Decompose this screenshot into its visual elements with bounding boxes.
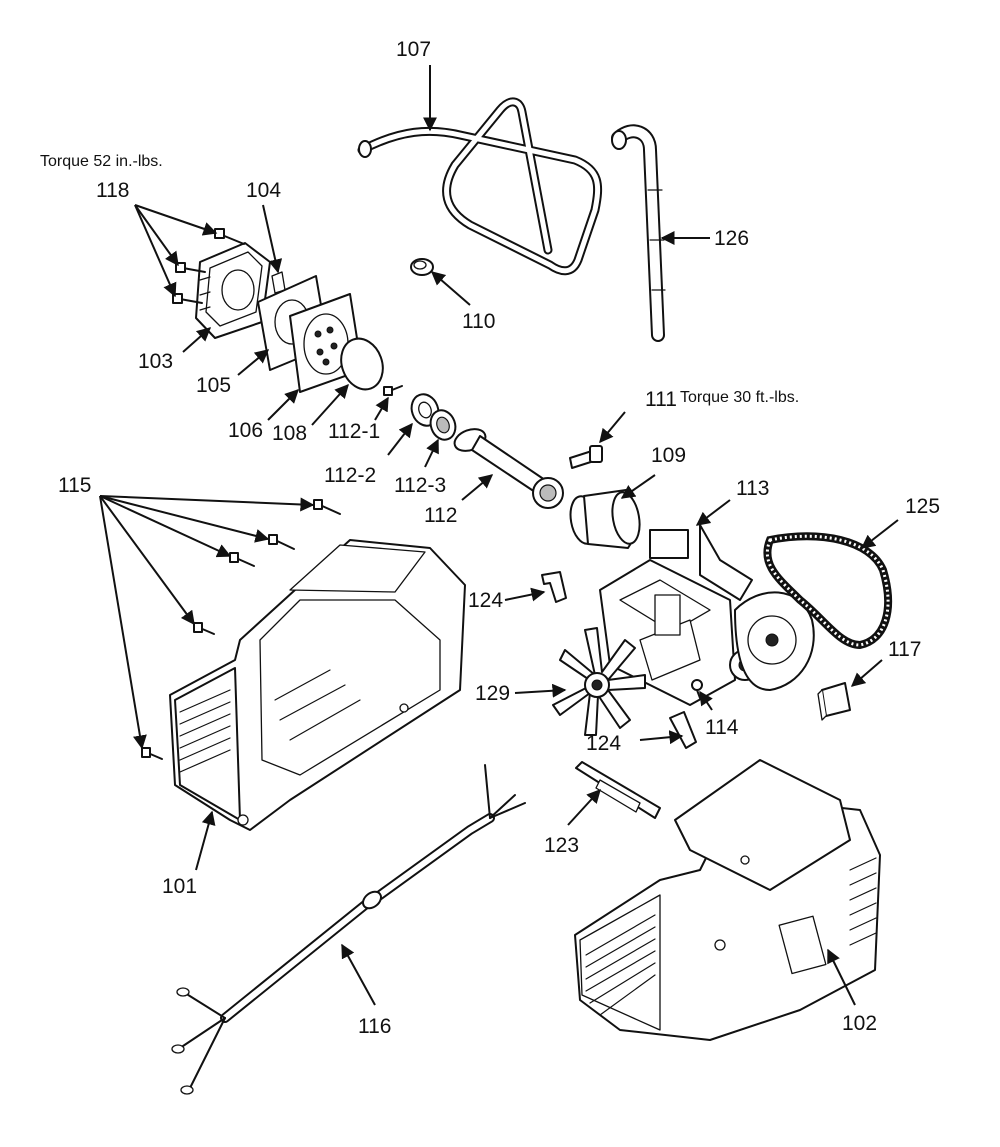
part-label-123: 123	[544, 834, 579, 857]
leader-129	[514, 683, 567, 698]
leader-110	[430, 271, 471, 306]
leader-lines	[99, 65, 899, 1006]
part-label-113: 113	[736, 477, 769, 500]
part-label-129: 129	[475, 682, 510, 705]
bolt-118-b	[175, 262, 206, 273]
clip-124-lower	[669, 711, 697, 749]
bolts-118	[172, 228, 245, 304]
part-label-102: 102	[842, 1012, 877, 1035]
o-ring-108	[340, 337, 384, 391]
leader-105	[237, 349, 270, 376]
outlet-tube-107	[357, 97, 603, 276]
leader-112-3	[424, 438, 439, 468]
leader-112	[461, 474, 494, 501]
part-label-114: 114	[705, 716, 739, 739]
leader-115-c	[99, 495, 232, 558]
leader-117	[850, 659, 883, 687]
part-label-109: 109	[651, 444, 686, 467]
leader-106	[267, 389, 299, 421]
screw-115-a	[313, 499, 341, 515]
part-label-108: 108	[272, 422, 307, 445]
cylinder-head-103	[195, 242, 271, 339]
leader-124-lower	[639, 730, 684, 745]
part-label-112-2: 112-2	[324, 464, 376, 487]
handle-insert-123	[575, 761, 661, 819]
bolt-118-c	[172, 293, 203, 304]
part-label-104: 104	[246, 179, 281, 202]
block-117	[817, 682, 851, 721]
screw-115-d	[193, 622, 215, 635]
part-label-124-lower: 124	[586, 732, 621, 755]
leader-103	[182, 327, 212, 353]
bolt-111	[569, 445, 603, 469]
part-label-112-3: 112-3	[394, 474, 446, 497]
part-label-106: 106	[228, 419, 263, 442]
leader-104	[262, 204, 283, 274]
belt-125	[763, 532, 893, 650]
leader-112-1	[374, 396, 389, 421]
clip-124-upper	[541, 571, 567, 603]
part-label-118: 118	[96, 179, 129, 202]
connecting-rod-112	[453, 428, 564, 509]
leader-125	[860, 519, 899, 549]
leader-109	[620, 474, 656, 499]
power-cord-116	[171, 764, 526, 1095]
bolt-118-a	[214, 228, 245, 245]
screws-115	[141, 499, 341, 760]
leader-113	[695, 499, 731, 526]
leader-102	[827, 948, 856, 1006]
part-label-125: 125	[905, 495, 940, 518]
sleeve-109	[569, 489, 641, 549]
leader-115-a	[99, 495, 315, 512]
part-label-103: 103	[138, 350, 173, 373]
front-shroud-102	[574, 759, 881, 1041]
part-label-107: 107	[396, 38, 431, 61]
part-label-117: 117	[888, 638, 921, 661]
part-label-126: 126	[714, 227, 749, 250]
leader-115-d	[99, 495, 195, 626]
leader-124-upper	[504, 587, 546, 602]
fan-129	[552, 627, 646, 736]
part-label-111: 111	[645, 388, 677, 411]
housing-101	[169, 539, 466, 831]
screw-115-b	[268, 534, 295, 550]
leader-111	[599, 411, 626, 444]
leader-108	[311, 383, 349, 426]
leader-118-b	[134, 204, 179, 267]
leader-116	[341, 943, 376, 1006]
part-label-105: 105	[196, 374, 231, 397]
leader-115-b	[99, 495, 270, 543]
screw-115-c	[229, 552, 255, 567]
torque-note-cylinder-head: Torque 52 in.-lbs.	[40, 153, 163, 170]
torque-note-connecting-rod: Torque 30 ft.-lbs.	[680, 389, 799, 406]
motor-assembly-113	[599, 524, 815, 706]
part-label-101: 101	[162, 875, 197, 898]
part-label-110: 110	[462, 310, 495, 333]
leader-114	[699, 690, 713, 711]
leader-118-a	[134, 204, 218, 236]
discharge-tube-126	[611, 124, 666, 342]
screw-112-1	[383, 385, 403, 396]
part-label-124-upper: 124	[468, 589, 503, 612]
leader-112-2	[387, 422, 413, 456]
leader-101	[195, 810, 216, 871]
nut-110	[410, 258, 434, 276]
leader-123	[567, 788, 601, 826]
leader-118-c	[134, 204, 177, 298]
part-label-115: 115	[58, 474, 91, 497]
cup-112-3	[429, 409, 457, 441]
part-label-116: 116	[358, 1015, 391, 1038]
screw-115-e	[141, 747, 163, 760]
part-label-112: 112	[424, 504, 457, 527]
part-label-112-1: 112-1	[328, 420, 380, 443]
leader-115-e	[99, 495, 147, 750]
